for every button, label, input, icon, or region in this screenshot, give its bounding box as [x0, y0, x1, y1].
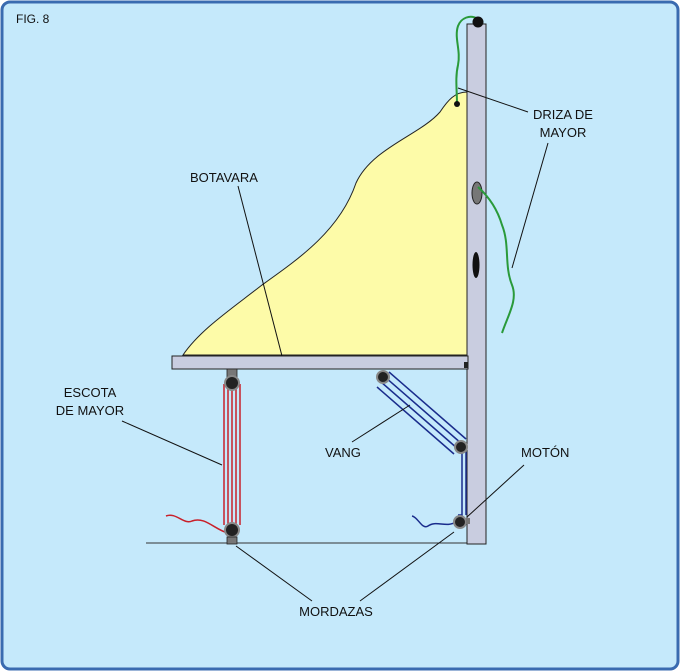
- label-mordazas: MORDAZAS: [299, 604, 373, 619]
- mast: [466, 23, 487, 545]
- mainsheet-tail: [165, 514, 229, 534]
- halyard-tail: [477, 186, 515, 334]
- label-driza-line2: MAYOR: [540, 125, 587, 140]
- leader-driza-bottom: [511, 142, 549, 269]
- halyard-shackle: [454, 101, 460, 107]
- mainsheet-lower-block: [224, 522, 240, 538]
- vang-boom-block: [376, 370, 390, 384]
- mainsail: [182, 91, 468, 356]
- vang-tail: [411, 515, 457, 528]
- leader-moton: [466, 464, 525, 518]
- label-driza-line1: DRIZA DE: [533, 107, 593, 122]
- halyard-line: [455, 15, 479, 105]
- mainsheet-cleat: [226, 536, 238, 545]
- vang-fall: [458, 452, 463, 516]
- leader-vang: [351, 404, 411, 443]
- label-botavara: BOTAVARA: [190, 170, 258, 185]
- label-escota-line1: ESCOTA: [64, 385, 117, 400]
- leader-driza-top: [457, 87, 529, 113]
- label-escota-line2: DE MAYOR: [56, 403, 124, 418]
- leader-mordazas-right: [359, 531, 455, 602]
- vang-mast-block: [454, 440, 468, 454]
- leader-botavara: [237, 185, 283, 357]
- leader-escota: [121, 420, 223, 466]
- vang-moton-block: [453, 515, 467, 529]
- mainsheet-upper-block: [224, 375, 240, 391]
- halyard-head-block: [472, 16, 484, 28]
- vang-tackle: [376, 371, 467, 455]
- mast-sheave-upper: [471, 181, 483, 205]
- label-vang: VANG: [325, 445, 361, 460]
- gooseneck: [464, 362, 468, 368]
- vang-cleat: [466, 518, 470, 524]
- mast-sheave-lower: [472, 252, 480, 278]
- figure-label: FIG. 8: [16, 12, 50, 26]
- label-moton: MOTÓN: [521, 445, 569, 460]
- boom: [171, 355, 469, 370]
- leader-mordazas-left: [235, 545, 313, 602]
